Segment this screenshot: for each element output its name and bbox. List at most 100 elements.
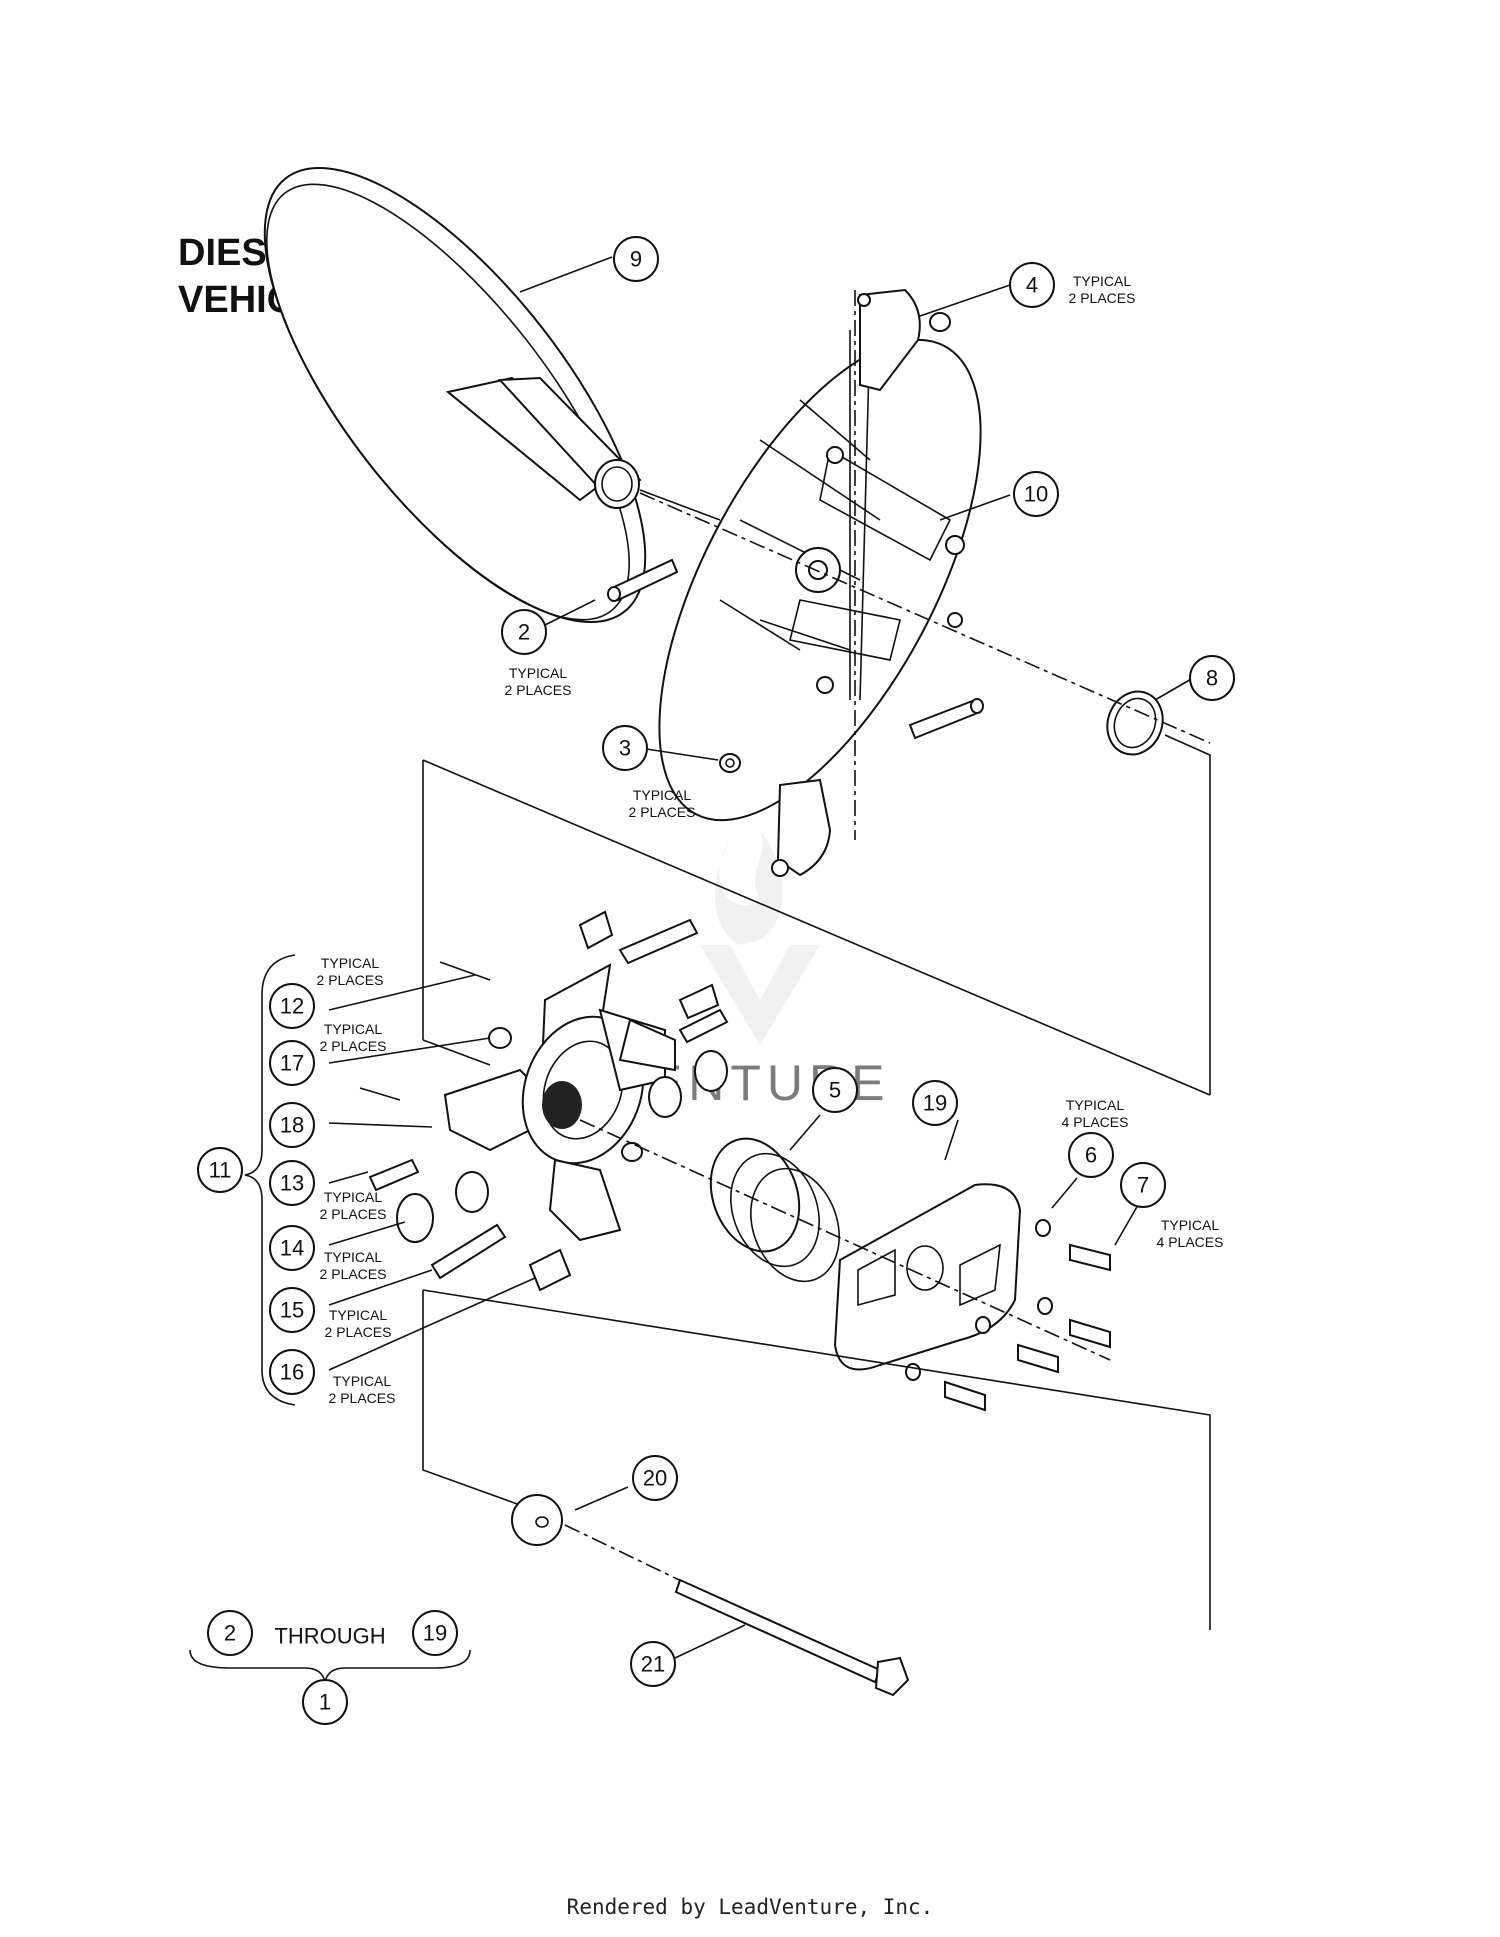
callout-number: 19 — [423, 1621, 447, 1646]
callout-part-11: 11 — [197, 1147, 243, 1193]
callout-part-2: 2 — [207, 1610, 253, 1656]
callout-circle — [1189, 655, 1235, 701]
callout-circle — [1120, 1162, 1166, 1208]
note-places: 2 PLACES — [329, 1390, 396, 1406]
weight-part-4-upper — [857, 288, 921, 392]
callout-part-19: 19 — [412, 1610, 458, 1656]
note-places: 2 PLACES — [320, 1266, 387, 1282]
washer-part-20 — [511, 1494, 563, 1546]
callout-part-14: 14 — [269, 1225, 315, 1271]
callout-part-19: 19 — [912, 1080, 958, 1126]
callout-part-15: 15 — [269, 1287, 315, 1333]
callout-number: 14 — [280, 1236, 304, 1261]
callout-number: 18 — [280, 1113, 304, 1138]
note-places: 2 PLACES — [505, 682, 572, 698]
callout-part-13: 13 — [269, 1160, 315, 1206]
bolt-part-7 — [944, 1243, 1111, 1412]
note-typical: TYPICAL — [1066, 1097, 1125, 1113]
bushing-part-16 — [528, 910, 720, 1292]
note-typical: TYPICAL — [509, 665, 568, 681]
callout-number: 4 — [1026, 273, 1038, 298]
callout-circle — [269, 1040, 315, 1086]
callout-part-5: 5 — [812, 1067, 858, 1113]
note-places: 2 PLACES — [320, 1206, 387, 1222]
callout-circle — [602, 725, 648, 771]
note-typical: TYPICAL — [1073, 273, 1132, 289]
callout-circle — [269, 1349, 315, 1395]
note-places: 4 PLACES — [1062, 1114, 1129, 1130]
seal-ring-part-8 — [1106, 690, 1164, 756]
callout-circle — [1009, 262, 1055, 308]
note-typical: TYPICAL — [321, 955, 380, 971]
callout-number: 15 — [280, 1298, 304, 1323]
callout-number: 6 — [1085, 1143, 1097, 1168]
callout-number: 17 — [280, 1051, 304, 1076]
pin-part-2-left — [607, 558, 679, 602]
fixed-sheave-part-9 — [263, 166, 721, 624]
weight-part-4-lower — [771, 778, 832, 877]
callout-number: 12 — [280, 994, 304, 1019]
callout-number: 10 — [1024, 482, 1048, 507]
callout-number: 9 — [630, 247, 642, 272]
nut-part-3-upper — [929, 312, 951, 332]
callout-part-10: 10 — [1013, 471, 1059, 517]
callout-circle — [501, 609, 547, 655]
note-typical: TYPICAL — [324, 1189, 383, 1205]
callout-circle — [269, 983, 315, 1029]
callout-circle — [912, 1080, 958, 1126]
callout-part-16: 16 — [269, 1349, 315, 1395]
part-11-brace — [244, 954, 296, 1406]
note-typical: TYPICAL — [1161, 1217, 1220, 1233]
spider-part-11 — [443, 963, 676, 1242]
callout-part-20: 20 — [632, 1455, 678, 1501]
callout-circle — [197, 1147, 243, 1193]
callout-number: 2 — [518, 620, 530, 645]
note-places: 2 PLACES — [325, 1324, 392, 1340]
note-places: 2 PLACES — [317, 972, 384, 988]
footer-credit: Rendered by LeadVenture, Inc. — [566, 1895, 934, 1919]
callout-circle — [1013, 471, 1059, 517]
callout-part-2: 2 — [501, 609, 547, 655]
pin-part-13 — [368, 1008, 729, 1192]
nut-part-17-right — [621, 1142, 643, 1162]
note-places: 2 PLACES — [1069, 290, 1136, 306]
spring-part-5 — [709, 1137, 840, 1283]
spider-assembly-frame — [422, 759, 1211, 1096]
callout-circle — [1068, 1132, 1114, 1178]
callout-number: 16 — [280, 1360, 304, 1385]
note-typical: TYPICAL — [329, 1307, 388, 1323]
note-typical: TYPICAL — [324, 1249, 383, 1265]
moveable-sheave-part-10 — [658, 290, 982, 840]
callout-part-4: 4 — [1009, 262, 1055, 308]
callout-number: 5 — [829, 1078, 841, 1103]
callout-part-21: 21 — [630, 1641, 676, 1687]
callout-part-7: 7 — [1120, 1162, 1166, 1208]
callout-part-18: 18 — [269, 1102, 315, 1148]
note-places: 4 PLACES — [1157, 1234, 1224, 1250]
note-typical: TYPICAL — [633, 787, 692, 803]
leader-lines — [328, 256, 1194, 1659]
callout-circle — [269, 1287, 315, 1333]
callout-part-3: 3 — [602, 725, 648, 771]
roller-part-14 — [396, 1050, 728, 1243]
callout-part-6: 6 — [1068, 1132, 1114, 1178]
callout-number: 7 — [1137, 1173, 1149, 1198]
callout-circle — [207, 1610, 253, 1656]
bolt-part-15 — [430, 918, 699, 1280]
callout-circle — [269, 1160, 315, 1206]
nut-part-3 — [719, 753, 741, 773]
bolt-part-21 — [674, 1578, 910, 1697]
callout-part-1: 1 — [302, 1679, 348, 1725]
callout-number: 3 — [619, 736, 631, 761]
